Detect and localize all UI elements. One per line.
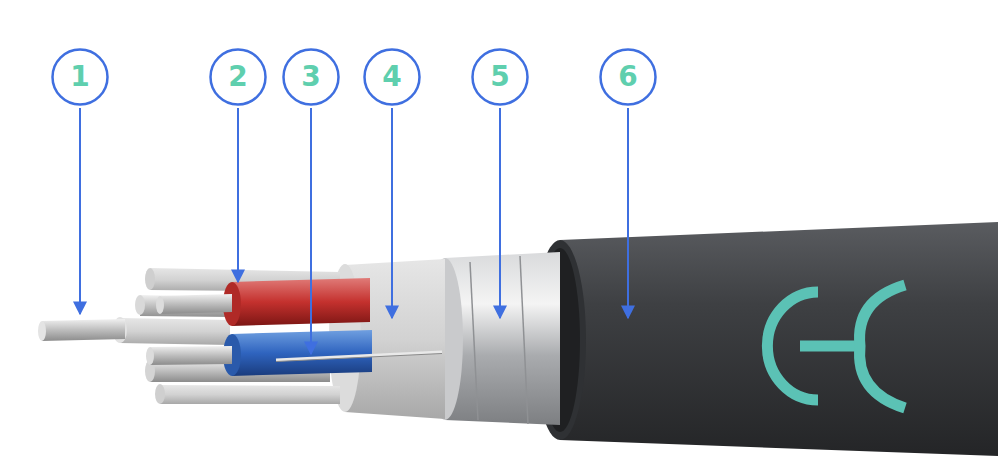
outer-jacket	[534, 222, 998, 456]
callout-circle: 1	[51, 48, 109, 106]
callout-number: 2	[228, 63, 247, 91]
callout-number: 1	[70, 63, 89, 91]
callout-number: 6	[618, 63, 637, 91]
foil-screen	[427, 252, 560, 425]
callout-number: 3	[301, 63, 320, 91]
callout-circle: 3	[282, 48, 340, 106]
callout-number: 5	[490, 63, 509, 91]
callout-number: 4	[382, 63, 401, 91]
logo	[767, 285, 905, 408]
callout-circle: 6	[599, 48, 657, 106]
drain-wire	[276, 352, 442, 360]
callout-circle: 5	[471, 48, 529, 106]
red-core	[156, 278, 370, 326]
leader-arrows	[80, 108, 628, 354]
blue-core	[146, 330, 372, 376]
callout-circle: 2	[209, 48, 267, 106]
central-conductor	[38, 319, 125, 341]
callout-circle: 4	[363, 48, 421, 106]
